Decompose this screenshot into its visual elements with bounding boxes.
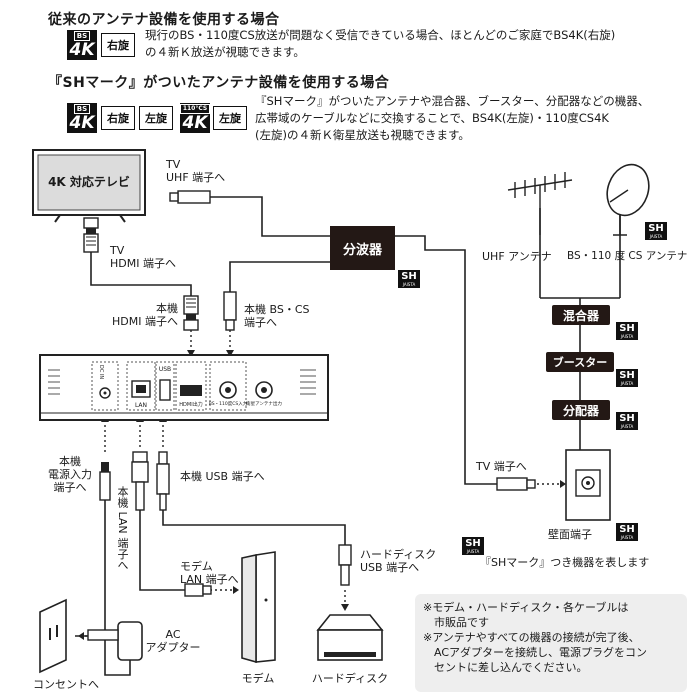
port-bscs-out-label: 衛星アンテナ出力 <box>246 402 282 407</box>
notes-box: ※モデム・ハードディスク・各ケーブルは 市販品です ※アンテナやすべての機器の接… <box>415 594 687 692</box>
section1-heading: 従来のアンテナ設備を使用する場合 <box>48 12 280 28</box>
tv-label: 4K 対応テレビ <box>48 175 130 189</box>
power-input-label: 本機電源入力端子へ <box>48 455 92 494</box>
lan-vertical-label: 本機 LAN 端子へ <box>116 486 129 571</box>
modem-label: モデム <box>241 672 275 685</box>
right-rotation-badge: 右旋 <box>101 33 135 57</box>
right-rotation-badge-2: 右旋 <box>101 106 135 130</box>
distributor-box: 分配器 <box>552 400 610 420</box>
port-dc-label: DC IN <box>98 365 104 380</box>
hdd-label: ハードディスク <box>311 672 389 685</box>
mixer-box: 混合器 <box>552 305 610 325</box>
left-rotation-badge: 左旋 <box>139 106 173 130</box>
bs-antenna-label: BS・110 度 CS アンテナ <box>567 250 688 262</box>
section2-heading: 『SHマーク』がついたアンテナ設備を使用する場合 <box>48 75 390 91</box>
tv-terminal-label: TV 端子へ <box>476 460 527 473</box>
port-hdmi-label: HDMI出力 <box>179 402 203 408</box>
usb-label: 本機 USB 端子へ <box>180 470 265 483</box>
outlet-label: コンセントへ <box>33 678 99 691</box>
port-lan-label: LAN <box>134 402 148 409</box>
booster-box: ブースター <box>546 352 614 372</box>
port-bscs-label: BS・110度CS入力 <box>208 402 248 407</box>
wall-terminal-label: 壁面端子 <box>548 528 592 541</box>
uhf-antenna-label: UHF アンテナ <box>482 250 552 263</box>
left-rotation-badge-2: 左旋 <box>213 106 247 130</box>
section1-text: 現行のBS・110度CS放送が問題なく受信できている場合、ほとんどのご家庭でBS… <box>145 28 616 59</box>
sh-legend-text: 『SHマーク』つき機器を表します <box>480 556 650 569</box>
section2-text: 『SHマーク』がついたアンテナや混合器、ブースター、分配器などの機器、 広帯域の… <box>255 94 650 142</box>
splitter-box: 分波器 <box>330 226 395 270</box>
port-usb-label: USB <box>158 366 172 373</box>
